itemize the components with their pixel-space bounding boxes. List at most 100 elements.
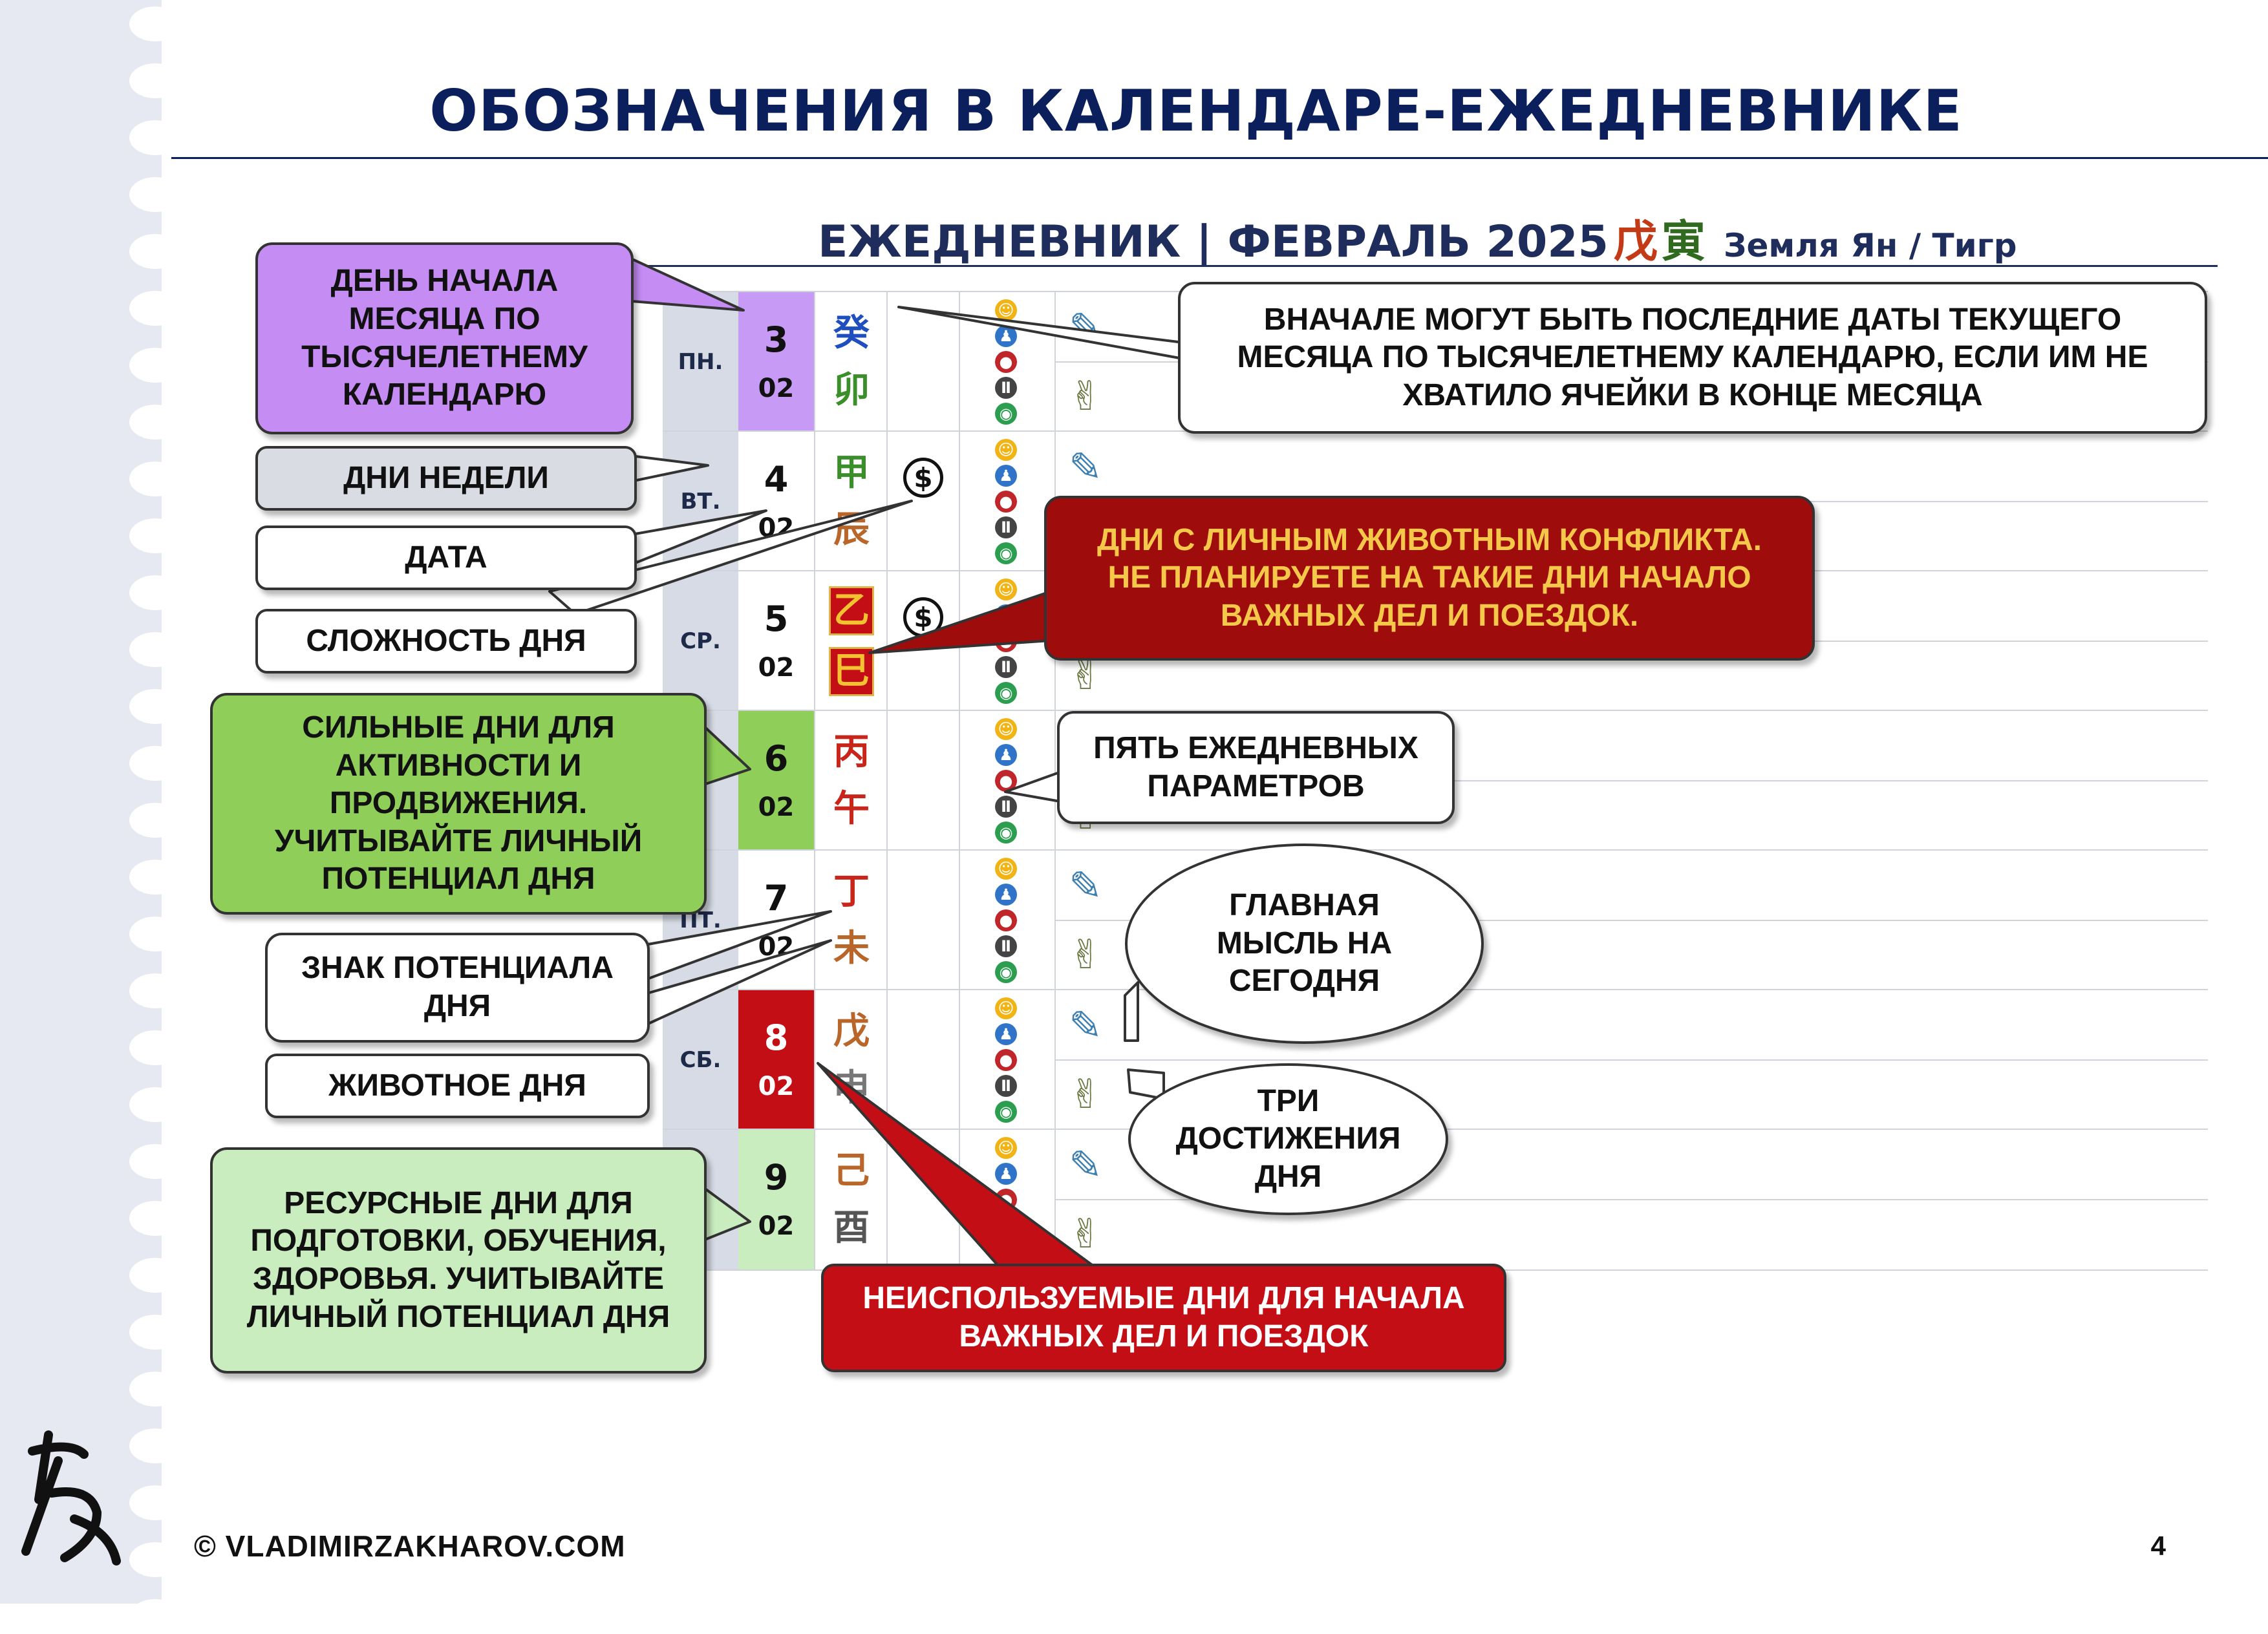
- weekday-cell: ПН.: [663, 292, 738, 432]
- smile-icon: ☺: [995, 578, 1017, 600]
- dumbbell-icon: Ⅱ: [995, 1075, 1017, 1097]
- difficulty-cell: [886, 292, 960, 432]
- footer-copyright: © VLADIMIRZAKHAROV.COM: [194, 1529, 626, 1563]
- binding-notch: [129, 1542, 181, 1577]
- notes-cell[interactable]: ✎✌: [1054, 1130, 2208, 1269]
- smile-icon: ☺: [995, 718, 1017, 740]
- glyph-cell: 乙巳: [814, 571, 888, 711]
- diary-header-subtitle: Земля Ян / Тигр: [1723, 227, 2017, 264]
- notes-cell[interactable]: ✎✌: [1054, 851, 2208, 990]
- page-title: ОБОЗНАЧЕНИЯ В КАЛЕНДАРЕ-ЕЖЕДНЕВНИКЕ: [429, 78, 1963, 144]
- glyph-cell: 丙午: [814, 711, 888, 851]
- binding-notch: [129, 1372, 181, 1406]
- dumbbell-icon: Ⅱ: [995, 516, 1017, 538]
- callout-main-thought: ГЛАВНАЯ МЫСЛЬ НА СЕГОДНЯ: [1125, 844, 1484, 1044]
- day-number: 9: [764, 1157, 789, 1198]
- pointer-month-start: [623, 254, 745, 312]
- glyph-cell: 癸卯: [814, 292, 888, 432]
- month-number: 02: [758, 1072, 795, 1101]
- binding-notch: [129, 518, 181, 553]
- pointer-achievements: [1127, 1068, 1165, 1100]
- smile-icon: ☺: [995, 1137, 1017, 1159]
- month-number: 02: [758, 653, 795, 683]
- potential-glyph: 甲: [833, 452, 870, 494]
- title-divider: [171, 157, 2268, 159]
- day-number: 7: [764, 878, 789, 918]
- callout-unused-days: НЕИСПОЛЬЗУЕМЫЕ ДНИ ДЛЯ НАЧАЛА ВАЖНЫХ ДЕЛ…: [821, 1264, 1506, 1372]
- month-number: 02: [758, 792, 795, 822]
- weekday-cell: СБ.: [663, 990, 738, 1130]
- binding-notch: [129, 689, 181, 724]
- callout-month-start: ДЕНЬ НАЧАЛА МЕСЯЦА ПО ТЫСЯЧЕЛЕТНЕМУ КАЛЕ…: [255, 242, 634, 434]
- month-number: 02: [758, 1211, 795, 1241]
- callout-weekdays: ДНИ НЕДЕЛИ: [255, 446, 637, 511]
- achievements-field[interactable]: [1054, 1059, 2208, 1130]
- apple-icon: ●: [995, 491, 1017, 513]
- day-number: 6: [764, 738, 789, 779]
- peace-hand-icon: ✌: [1069, 652, 1102, 699]
- binding-notch: [129, 291, 181, 326]
- people-icon: ♟: [995, 1163, 1017, 1185]
- achievements-field[interactable]: [1054, 780, 2208, 851]
- animal-glyph: 卯: [833, 369, 870, 411]
- callout-conflict-days: ДНИ С ЛИЧНЫМ ЖИВОТНЫМ КОНФЛИКТА. НЕ ПЛАН…: [1044, 496, 1815, 661]
- eye-icon: ◉: [995, 542, 1017, 564]
- peace-hand-icon: ✌: [1069, 931, 1102, 978]
- header-branch-glyph: 寅: [1661, 217, 1706, 268]
- feather-icon: ✎: [1069, 862, 1102, 909]
- day-number: 3: [764, 319, 789, 360]
- people-icon: ♟: [995, 744, 1017, 766]
- header-stem-glyph: 戊: [1613, 217, 1658, 268]
- animal-glyph: 巳: [829, 647, 874, 696]
- pointer-strong-days: [700, 723, 751, 787]
- coin-icon: $: [903, 458, 943, 498]
- binding-notch: [129, 1201, 181, 1236]
- peace-hand-icon: ✌: [1069, 1070, 1102, 1118]
- eye-icon: ◉: [995, 682, 1017, 704]
- params-cell: ☺♟●Ⅱ◉: [957, 292, 1056, 432]
- peace-hand-icon: ✌: [1069, 1210, 1102, 1257]
- dumbbell-icon: Ⅱ: [995, 796, 1017, 818]
- smile-icon: ☺: [995, 439, 1017, 461]
- day-number: 5: [764, 599, 789, 639]
- apple-icon: ●: [995, 1049, 1017, 1071]
- binding-notch: [129, 462, 181, 496]
- logo-mark: [21, 1430, 121, 1565]
- binding-notch: [129, 1599, 181, 1634]
- notebook-binding: [0, 0, 181, 1634]
- binding-notch: [129, 1087, 181, 1122]
- eye-icon: ◉: [995, 822, 1017, 844]
- apple-icon: ●: [995, 351, 1017, 373]
- achievements-field[interactable]: [1054, 1199, 2208, 1269]
- potential-glyph: 乙: [829, 586, 874, 635]
- callout-difficulty: СЛОЖНОСТЬ ДНЯ: [255, 609, 637, 674]
- binding-notch: [129, 1428, 181, 1463]
- glyph-cell: 丁未: [814, 851, 888, 990]
- pointer-conflict-days: [868, 587, 1062, 654]
- eye-icon: ◉: [995, 403, 1017, 425]
- achievements-field[interactable]: [1054, 920, 2208, 990]
- binding-notch: [129, 1315, 181, 1350]
- feather-icon: ✎: [1069, 1002, 1102, 1049]
- callout-five-params: ПЯТЬ ЕЖЕДНЕВНЫХ ПАРАМЕТРОВ: [1057, 711, 1455, 824]
- binding-notch: [129, 348, 181, 383]
- pointer-difficulty: [548, 500, 913, 615]
- binding-notch: [129, 234, 181, 269]
- animal-glyph: 未: [833, 928, 870, 970]
- weekday-label: СБ.: [679, 1047, 722, 1073]
- calendar-row: СБ.802戊申☺♟●Ⅱ◉✎✌: [663, 989, 2208, 1130]
- binding-notch: [129, 803, 181, 838]
- potential-glyph: 戊: [833, 1010, 870, 1052]
- difficulty-cell: $: [886, 432, 960, 571]
- callout-resource-days: РЕСУРСНЫЕ ДНИ ДЛЯ ПОДГОТОВКИ, ОБУЧЕНИЯ, …: [210, 1147, 707, 1374]
- binding-notch: [129, 6, 181, 41]
- potential-glyph: 癸: [833, 312, 870, 354]
- page-number: 4: [2150, 1531, 2166, 1561]
- notes-cell[interactable]: ✎✌: [1054, 990, 2208, 1130]
- difficulty-cell: [886, 851, 960, 990]
